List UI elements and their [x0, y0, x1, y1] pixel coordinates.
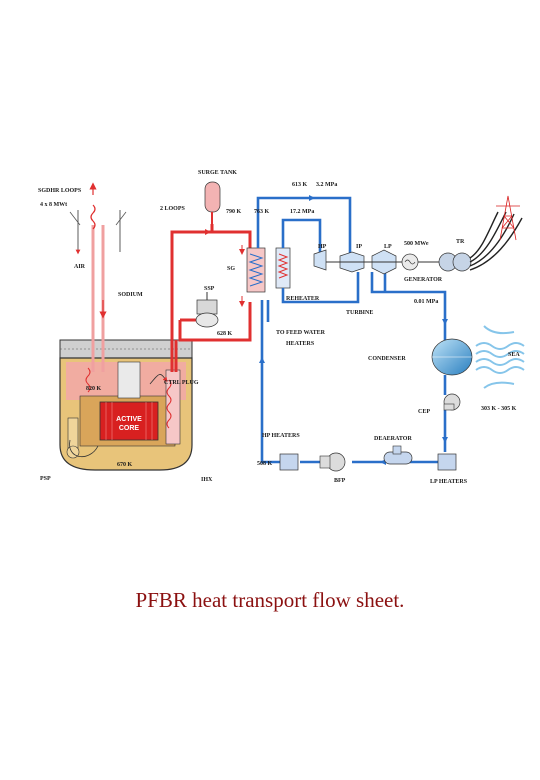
steam-generator	[246, 247, 266, 293]
label-sodium: SODIUM	[118, 292, 143, 298]
label-psp: PSP	[40, 476, 51, 482]
label-lp-heaters: LP HEATERS	[430, 479, 468, 485]
label-condenser: CONDENSER	[368, 356, 406, 362]
dhx-coil	[85, 367, 91, 393]
label-temp-670: 670 K	[117, 462, 133, 468]
label-temp-613: 613 K	[292, 182, 308, 188]
label-power-500: 500 MWe	[404, 241, 429, 247]
sgdhr-loop	[69, 182, 127, 372]
label-temp-790: 790 K	[226, 209, 242, 215]
label-sea-temp: 303 K - 305 K	[481, 406, 517, 412]
label-bfp: BFP	[334, 478, 346, 484]
hp-heater	[279, 453, 299, 471]
bfp-pump	[319, 452, 346, 472]
label-surge-tank: SURGE TANK	[198, 170, 237, 176]
label-temp-820: 820 K	[86, 386, 102, 392]
label-sgdhr-power: 4 x 8 MWt	[40, 202, 67, 208]
sea-water	[475, 325, 525, 389]
label-feed-line1: TO FEED WATER	[276, 330, 326, 336]
label-sea: SEA	[508, 352, 520, 358]
label-temp-763: 763 K	[254, 209, 270, 215]
label-sg: SG	[227, 266, 235, 272]
reheater	[275, 247, 291, 289]
diagram-labels: SGDHR LOOPS 4 x 8 MWt AIR SODIUM SURGE T…	[38, 170, 520, 485]
reactor-pool: ACTIVE CORE	[59, 339, 193, 471]
label-feed-line2: HEATERS	[286, 341, 315, 347]
label-sgdhr-loops: SGDHR LOOPS	[38, 188, 82, 194]
label-ihx: IHX	[201, 477, 213, 483]
label-pressure-3-2: 3.2 MPa	[316, 182, 337, 188]
label-generator: GENERATOR	[404, 277, 443, 283]
transmission-tower	[496, 195, 520, 241]
label-hp: HP	[318, 244, 327, 250]
core-label-line1: ACTIVE	[116, 416, 142, 423]
control-plug	[117, 361, 141, 399]
label-reheater: REHEATER	[286, 296, 320, 302]
label-pressure-0-01: 0.01 MPa	[414, 299, 438, 305]
label-cep: CEP	[418, 409, 430, 415]
label-tr: TR	[456, 239, 465, 245]
label-temp-628: 628 K	[217, 331, 233, 337]
cep-pump	[443, 393, 461, 411]
label-hp-heaters: HP HEATERS	[262, 433, 300, 439]
label-deaerator: DEAERATOR	[374, 436, 412, 442]
label-ssp: SSP	[204, 286, 215, 292]
lp-heater	[437, 453, 457, 471]
label-ip: IP	[356, 244, 362, 250]
label-lp: LP	[384, 244, 392, 250]
label-two-loops: 2 LOOPS	[160, 206, 186, 212]
secondary-sodium-loop	[170, 224, 252, 372]
condenser	[431, 338, 473, 376]
ssp-pump	[195, 292, 219, 328]
label-pressure-17-2: 17.2 MPa	[290, 209, 314, 215]
label-air: AIR	[74, 264, 86, 270]
deaerator	[383, 445, 413, 465]
label-control-plug: CTRL PLUG	[164, 380, 199, 386]
generator	[401, 252, 472, 272]
active-core	[99, 401, 159, 441]
steam-water-loop	[256, 196, 447, 464]
surge-tank	[204, 181, 221, 226]
figure-caption: PFBR heat transport flow sheet.	[135, 588, 405, 612]
label-temp-508: 508 K	[257, 461, 273, 467]
label-turbine: TURBINE	[346, 310, 373, 316]
transmission-lines	[469, 211, 523, 271]
hp-turbine	[313, 249, 327, 271]
core-label-line2: CORE	[119, 425, 140, 432]
